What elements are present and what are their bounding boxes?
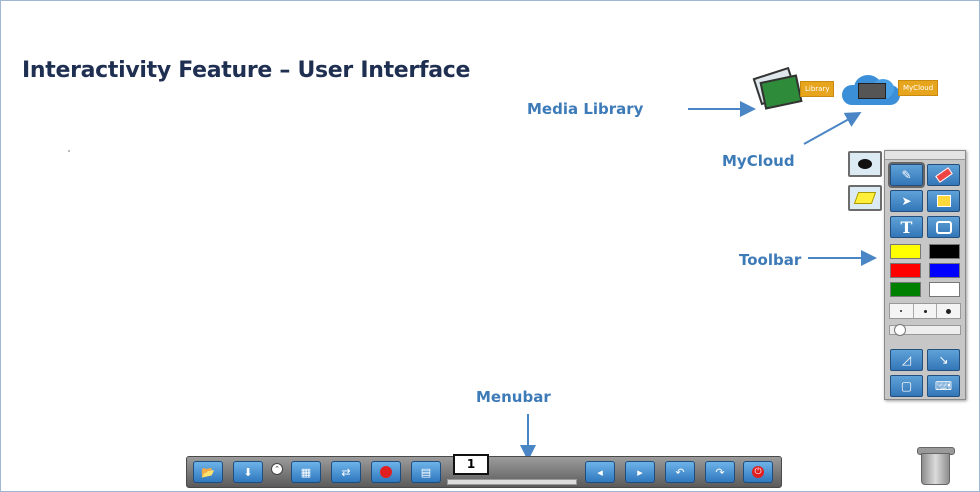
pen-presets <box>848 151 882 219</box>
power-icon[interactable]: ⏻ <box>743 461 773 483</box>
trash-icon[interactable] <box>917 447 955 485</box>
toolbar-drag-handle[interactable] <box>885 151 965 160</box>
collapse-caret-icon[interactable]: ⌃ <box>271 463 283 475</box>
undo-icon[interactable]: ↶ <box>665 461 695 483</box>
pen-size-small[interactable] <box>890 304 914 318</box>
library-tag: Library <box>800 81 835 97</box>
save-icon[interactable]: ⬇ <box>233 461 263 483</box>
slide-title: Interactivity Feature – User Interface <box>22 58 471 83</box>
fill-icon[interactable] <box>927 190 960 212</box>
new-page-icon[interactable]: ▤ <box>411 461 441 483</box>
media-library-icon[interactable] <box>752 66 803 110</box>
callout-menubar: Menubar <box>476 388 551 406</box>
color-swatch-blue[interactable] <box>929 263 960 278</box>
callout-mycloud: MyCloud <box>722 152 795 170</box>
prev-page-icon[interactable]: ◂ <box>585 461 615 483</box>
slider-knob[interactable] <box>894 324 906 336</box>
pen-size-selector <box>889 303 961 319</box>
share-icon[interactable]: ⇄ <box>331 461 361 483</box>
callout-media-library: Media Library <box>527 100 644 118</box>
toolbar-panel: ✎ ➤ T ◿ ↘ ▢ ⌨ <box>884 150 966 400</box>
stray-dot <box>68 150 70 152</box>
ruler-icon[interactable]: ◿ <box>890 349 923 371</box>
mycloud-icon[interactable] <box>842 73 902 105</box>
marker-black-icon[interactable] <box>848 151 882 177</box>
select-arrow-icon[interactable]: ➤ <box>890 190 923 212</box>
keyboard-icon[interactable]: ⌨ <box>927 375 960 397</box>
opacity-slider[interactable] <box>889 324 961 336</box>
menubar: 📂 ⬇ ⌃ ▦ ⇄ ▤ 1 ◂ ▸ ↶ ↷ ⏻ <box>186 454 782 488</box>
page-scrollbar[interactable] <box>447 479 577 485</box>
mycloud-tag: MyCloud <box>898 80 939 96</box>
color-swatch-yellow[interactable] <box>890 244 921 259</box>
page-number: 1 <box>453 454 489 475</box>
open-file-icon[interactable]: 📂 <box>193 461 223 483</box>
color-swatch-black[interactable] <box>929 244 960 259</box>
color-swatch-red[interactable] <box>890 263 921 278</box>
gallery-icon[interactable]: ▦ <box>291 461 321 483</box>
eraser-icon[interactable] <box>927 164 960 186</box>
line-arrow-icon[interactable]: ↘ <box>927 349 960 371</box>
color-swatch-white[interactable] <box>929 282 960 297</box>
callout-toolbar: Toolbar <box>739 251 802 269</box>
arrow-mycloud <box>803 112 862 145</box>
pen-size-large[interactable] <box>937 304 960 318</box>
pen-size-medium[interactable] <box>914 304 938 318</box>
next-page-icon[interactable]: ▸ <box>625 461 655 483</box>
screen-capture-icon[interactable]: ▢ <box>890 375 923 397</box>
pen-icon[interactable]: ✎ <box>888 162 925 188</box>
record-icon[interactable] <box>371 461 401 483</box>
redo-icon[interactable]: ↷ <box>705 461 735 483</box>
text-tool-icon[interactable]: T <box>890 216 923 238</box>
color-swatch-green[interactable] <box>890 282 921 297</box>
highlighter-yellow-icon[interactable] <box>848 185 882 211</box>
shape-icon[interactable] <box>927 216 960 238</box>
